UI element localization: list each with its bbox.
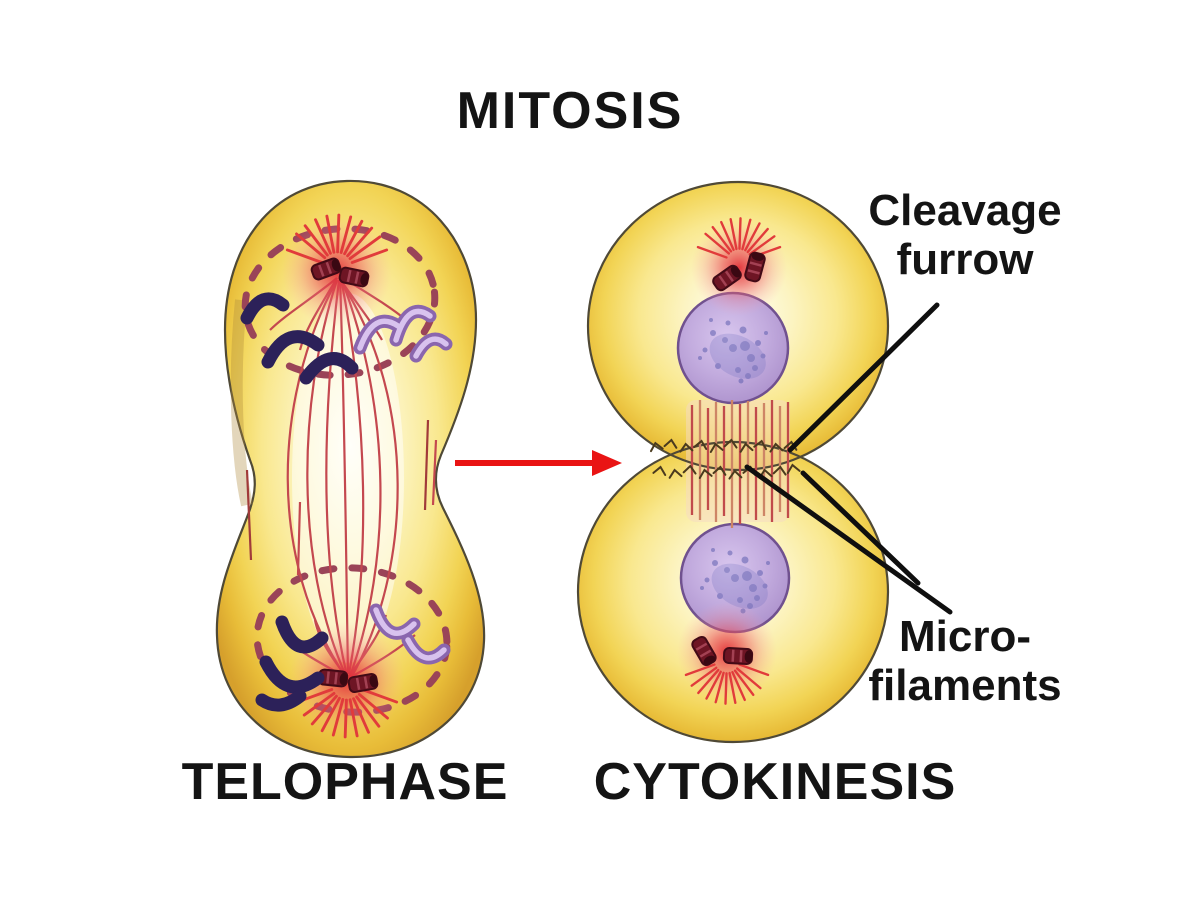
daughter-cell-asters [677,217,787,705]
cytokinesis-stage-label: CYTOKINESIS [593,753,957,811]
cleavage-furrow-pointer-line [787,302,940,453]
midbody-tint [686,400,790,522]
chromosomes-light [353,305,453,665]
title-text: MITOSIS [456,82,684,140]
diagram-title: MITOSIS [380,82,760,140]
cleavage-furrow-label: Cleavage furrow [868,186,1062,284]
red-arrow [455,450,622,476]
telophase-stage-label: TELOPHASE [181,753,509,811]
microfilaments-pointer-lines [744,464,953,615]
telophase-edge-shading [230,299,253,507]
microfilaments-label: Micro- filaments [868,612,1062,710]
midbody-fibers [690,400,790,528]
chromosomes-dark [240,292,359,712]
cytokinesis-cells [576,180,890,744]
telophase-cell [215,179,486,759]
spindle-pole-asters [282,213,405,739]
